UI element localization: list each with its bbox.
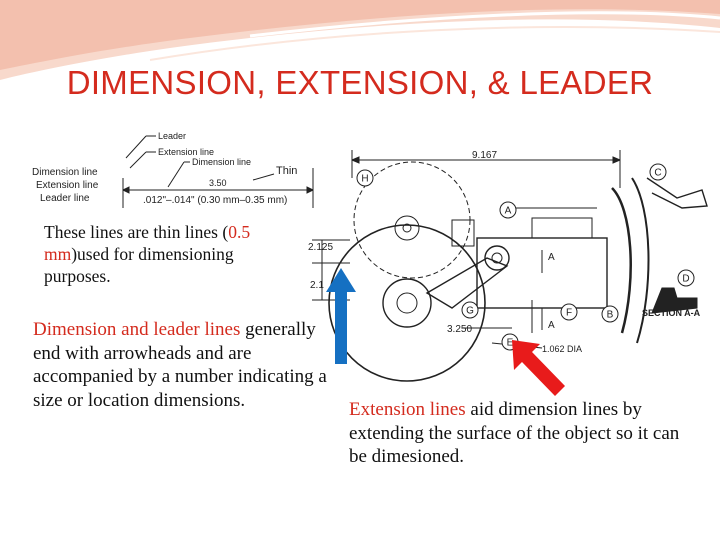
figure-label-dimension: Dimension line [192,157,251,167]
balloon-label-c: C [654,168,661,179]
dimension-leader-text: Dimension and leader lines generally end… [33,318,333,412]
mechanism-drawing: 9.167 2.125 2.1 3.250 1.062 DIA A A SECT… [308,150,708,382]
extension-highlight: Extension lines [349,399,466,420]
balloon-c [649,163,667,181]
dimension-left: 2.125 [308,242,333,253]
balloon-h [356,169,374,187]
balloon-label-g: G [466,306,474,317]
thin-lines-pre: These lines are thin lines ( [44,222,229,242]
balloon-label-h: H [361,174,368,185]
balloon-label-e: E [507,338,514,349]
extension-text: Extension lines aid dimension lines by e… [349,398,694,469]
dimension-leader-rest: generally end with arrowheads and are ac… [33,319,327,411]
balloon-b [601,305,619,323]
balloon-group: H A C D F B G E [356,163,695,351]
balloon-a [499,201,517,219]
figure-label-leader: Leader [158,131,186,141]
balloon-label-a: A [505,206,512,217]
dimension-left-2: 2.1 [310,280,324,291]
balloon-f [560,303,578,321]
dimension-top: 9.167 [472,150,497,161]
balloon-d [677,269,695,287]
thin-lines-post: )used for dimensioning purposes. [44,244,234,286]
dimension-bottom: 3.250 [447,324,472,335]
figure-label-extension: Extension line [158,147,214,157]
blue-arrow-icon [326,268,356,364]
dimension-leader-highlight: Dimension and leader lines [33,319,241,340]
thin-lines-value: 0.5 mm [44,222,251,264]
section-marker-bottom: A [548,320,555,331]
thin-lines-text: These lines are thin lines (0.5 mm)used … [44,221,304,287]
line-types-figure: Leader Extension line Dimension line Thi… [32,131,314,208]
section-marker-top: A [548,252,555,263]
decorative-swoosh [0,0,720,80]
legend-extension-line: Extension line [36,180,99,191]
diameter-label: 1.062 DIA [542,344,582,354]
section-label: SECTION A-A [642,308,701,318]
legend-dimension-line: Dimension line [32,167,98,178]
balloon-g [461,301,479,319]
legend-leader-line: Leader line [40,193,90,204]
figure-range: .012"–.014" (0.30 mm–0.35 mm) [143,195,287,206]
balloon-label-f: F [566,308,572,319]
balloon-label-b: B [607,310,614,321]
red-arrow-icon [512,340,565,396]
balloon-label-d: D [682,274,689,285]
slide-title: DIMENSION, EXTENSION, & LEADER [66,64,654,101]
figure-label-thin: Thin [276,165,297,177]
figure-value: 3.50 [209,178,227,188]
extension-rest: aid dimension lines by extending the sur… [349,399,680,467]
